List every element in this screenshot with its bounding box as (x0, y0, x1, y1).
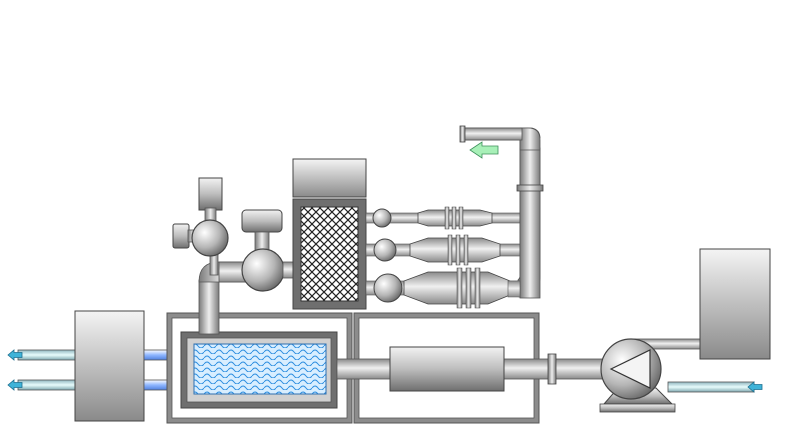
filter-cartridge (389, 346, 505, 392)
pump-icon (599, 338, 703, 413)
exchanger-frame (166, 312, 353, 424)
heat-exchanger (193, 343, 327, 395)
left-tank (74, 310, 145, 422)
arrow-left-icon (469, 141, 499, 159)
outlet-pipe (667, 381, 763, 393)
exhaust-stack (459, 125, 544, 299)
right-tank (699, 248, 771, 360)
pipe-flange (547, 353, 557, 385)
mesh-filter-unit (292, 158, 367, 310)
inlet-pipe-top (7, 349, 77, 361)
branch-pipes (365, 206, 527, 309)
inlet-pipe-bottom (7, 379, 77, 391)
riser-pipe (198, 244, 250, 335)
valve-assembly (172, 177, 296, 292)
